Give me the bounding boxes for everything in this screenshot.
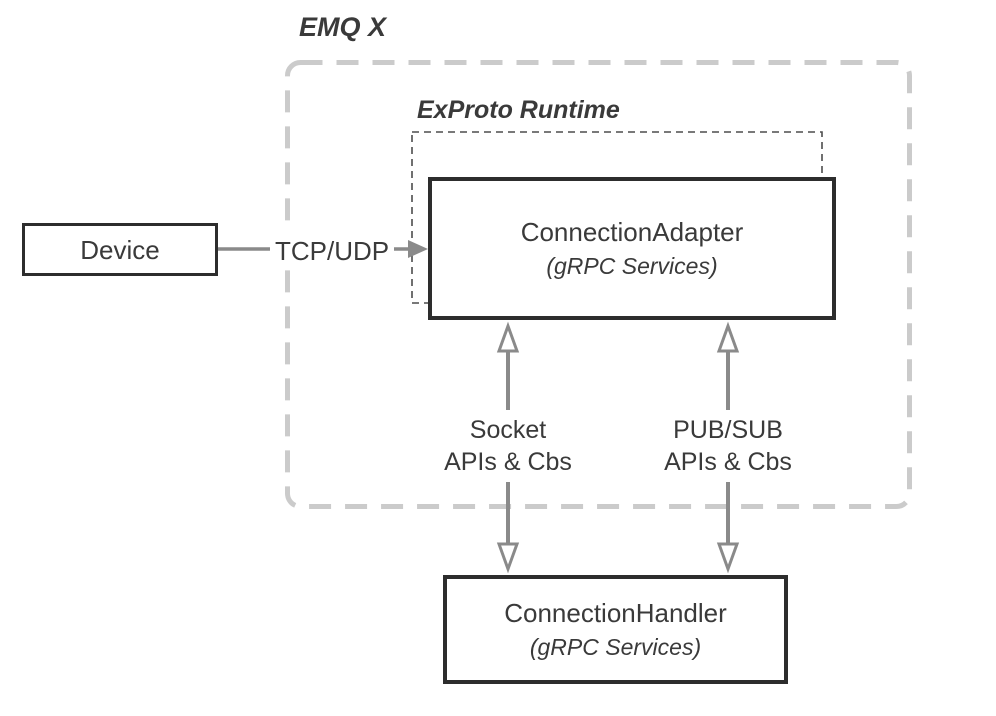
emqx-group-label: EMQ X <box>299 12 387 42</box>
connection-adapter-title: ConnectionAdapter <box>520 217 744 247</box>
socket-down-arrowhead-icon <box>496 542 520 574</box>
socket-edge-label: Socket APIs & Cbs <box>423 410 593 482</box>
connection-handler-subtitle: (gRPC Services) <box>529 634 702 660</box>
connection-adapter-node: ConnectionAdapter (gRPC Services) <box>428 177 836 320</box>
exproto-runtime-group-label: ExProto Runtime <box>417 96 620 124</box>
device-node-label: Device <box>80 234 160 265</box>
pubsub-down-arrowhead-icon <box>716 542 740 574</box>
connection-handler-node: ConnectionHandler (gRPC Services) <box>443 575 788 684</box>
pubsub-edge-label-line1: PUB/SUB <box>673 416 783 444</box>
tcp-udp-edge-label: TCP/UDP <box>270 234 395 269</box>
socket-edge-label-line2: APIs & Cbs <box>444 448 572 476</box>
pubsub-edge-label-line2: APIs & Cbs <box>664 448 792 476</box>
socket-up-arrowhead-icon <box>496 321 520 353</box>
connection-adapter-subtitle: (gRPC Services) <box>546 253 718 279</box>
socket-edge-label-line1: Socket <box>469 416 547 444</box>
pubsub-up-arrowhead-icon <box>716 321 740 353</box>
pubsub-edge-label: PUB/SUB APIs & Cbs <box>643 410 813 482</box>
connection-handler-title: ConnectionHandler <box>504 598 727 628</box>
device-node: Device <box>22 223 218 276</box>
emqx-group-border <box>285 60 912 509</box>
tcp-udp-arrowhead-icon <box>408 240 428 258</box>
